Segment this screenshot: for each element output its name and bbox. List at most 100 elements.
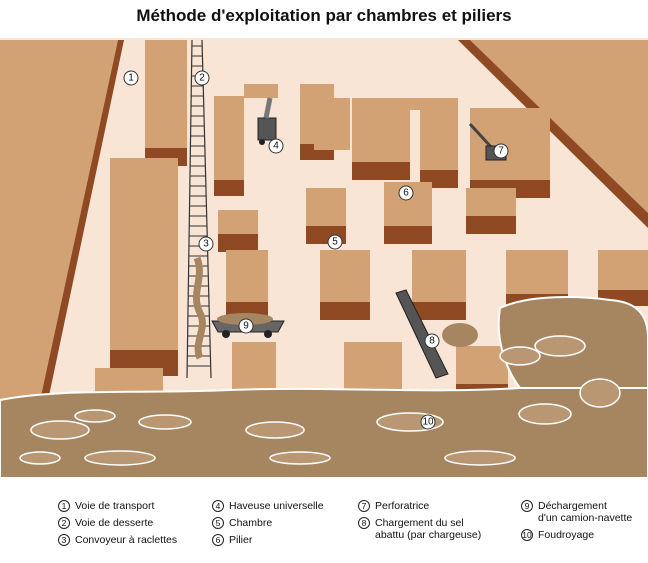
legend-label: Perforatrice <box>375 500 430 512</box>
pillar-face <box>466 216 516 234</box>
pillar <box>470 108 550 180</box>
pillar-face <box>412 302 466 320</box>
callout-marker-3: 3 <box>198 236 214 252</box>
legend-number: 6 <box>212 534 224 546</box>
callout-marker-5: 5 <box>327 234 343 250</box>
diagram-title: Méthode d'exploitation par chambres et p… <box>136 6 512 25</box>
pillar <box>506 250 568 294</box>
rubble-stone <box>444 450 516 466</box>
svg-text:7: 7 <box>498 146 504 157</box>
mine-illustration: 1 2 3 4 5 6 7 8 9 10 <box>0 38 648 478</box>
rubble-stone <box>245 421 305 439</box>
legend-label: Chargement du sel abattu (par chargeuse) <box>375 517 482 541</box>
legend-number: 8 <box>358 517 370 529</box>
svg-text:9: 9 <box>243 321 249 332</box>
callout-marker-7: 7 <box>493 143 509 159</box>
pillar-face <box>218 234 258 252</box>
pillar <box>320 250 370 302</box>
legend-number: 9 <box>521 500 533 512</box>
rubble-stone <box>518 403 572 425</box>
svg-text:5: 5 <box>332 237 338 248</box>
svg-text:3: 3 <box>203 239 209 250</box>
pillar <box>598 250 648 290</box>
pillar <box>226 250 268 302</box>
legend-number: 7 <box>358 500 370 512</box>
legend-column-4: 9 Déchargement d'un camion-navette 10 Foudr… <box>521 500 632 546</box>
legend-label: Déchargement d'un camion-navette <box>538 500 633 524</box>
legend-column-1: 1 Voie de transport 2 Voie de desserte 3 Conv… <box>58 500 177 551</box>
callout-marker-8: 8 <box>424 333 440 349</box>
legend-column-2: 4 Haveuse universelle 5 Chambre 6 Pilier <box>212 500 324 551</box>
rubble-stone <box>30 420 90 440</box>
legend-item-6: 6 Pilier <box>212 534 324 546</box>
pillar <box>145 40 187 148</box>
svg-text:6: 6 <box>403 188 409 199</box>
pillar <box>232 342 276 392</box>
callout-marker-1: 1 <box>123 70 139 86</box>
pillar <box>412 250 466 302</box>
rubble-stone <box>138 414 192 430</box>
legend-item-1: 1 Voie de transport <box>58 500 177 512</box>
legend-item-7: 7 Perforatrice <box>358 500 481 512</box>
legend-number: 10 <box>521 529 533 541</box>
legend-number: 5 <box>212 517 224 529</box>
legend-label: Convoyeur à raclettes <box>75 534 178 546</box>
legend-label: Haveuse universelle <box>229 500 324 512</box>
legend-label: Pilier <box>229 534 253 546</box>
scraper-conveyor <box>186 39 212 379</box>
universal-cutter <box>257 97 277 145</box>
pillar <box>244 84 278 98</box>
legend-number: 4 <box>212 500 224 512</box>
legend-label: Foudroyage <box>538 529 595 541</box>
loader <box>395 289 478 379</box>
pillar <box>314 98 350 150</box>
pillar-face <box>384 226 432 244</box>
svg-text:4: 4 <box>273 141 279 152</box>
pillar <box>344 342 402 392</box>
callout-marker-4: 4 <box>268 138 284 154</box>
pillar <box>218 210 258 234</box>
legend-number: 1 <box>58 500 70 512</box>
rubble-stone <box>499 346 541 366</box>
legend-number: 2 <box>58 517 70 529</box>
caving-rubble <box>0 296 648 478</box>
legend-number: 3 <box>58 534 70 546</box>
svg-text:8: 8 <box>429 336 435 347</box>
rubble-stone <box>19 451 61 465</box>
rubble-stone <box>579 378 621 408</box>
callout-marker-2: 2 <box>194 70 210 86</box>
legend-label: Voie de desserte <box>75 517 154 529</box>
callout-marker-10: 10 <box>420 414 436 430</box>
svg-text:2: 2 <box>199 73 205 84</box>
legend-item-4: 4 Haveuse universelle <box>212 500 324 512</box>
pillar-face <box>320 302 370 320</box>
pillar <box>386 98 422 110</box>
legend-label: Voie de transport <box>75 500 155 512</box>
legend-label: Chambre <box>229 517 273 529</box>
right-wall <box>458 40 648 228</box>
legend-item-3: 3 Convoyeur à raclettes <box>58 534 177 546</box>
left-wall <box>0 40 124 410</box>
svg-text:10: 10 <box>422 417 434 428</box>
rubble-stone <box>269 451 331 465</box>
legend-item-8: 8 Chargement du sel abattu (par chargeuse… <box>358 517 481 541</box>
rubble-stone <box>534 335 586 357</box>
callout-marker-6: 6 <box>398 185 414 201</box>
pillar <box>420 98 458 170</box>
legend-item-5: 5 Chambre <box>212 517 324 529</box>
pillar <box>456 346 508 384</box>
pillar <box>110 158 178 350</box>
pillar-face <box>214 180 244 196</box>
legend-column-3: 7 Perforatrice 8 Chargement du sel abattu (… <box>358 500 481 546</box>
pillar <box>214 96 244 180</box>
callout-marker-9: 9 <box>238 318 254 334</box>
legend-item-10: 10 Foudroyage <box>521 529 632 541</box>
rubble-stone <box>74 409 116 423</box>
pillar <box>466 188 516 216</box>
pillar-face <box>352 162 410 180</box>
pillar <box>306 188 346 226</box>
svg-text:1: 1 <box>128 73 134 84</box>
rubble-stone <box>84 450 156 466</box>
legend-item-2: 2 Voie de desserte <box>58 517 177 529</box>
legend-item-9: 9 Déchargement d'un camion-navette <box>521 500 632 524</box>
